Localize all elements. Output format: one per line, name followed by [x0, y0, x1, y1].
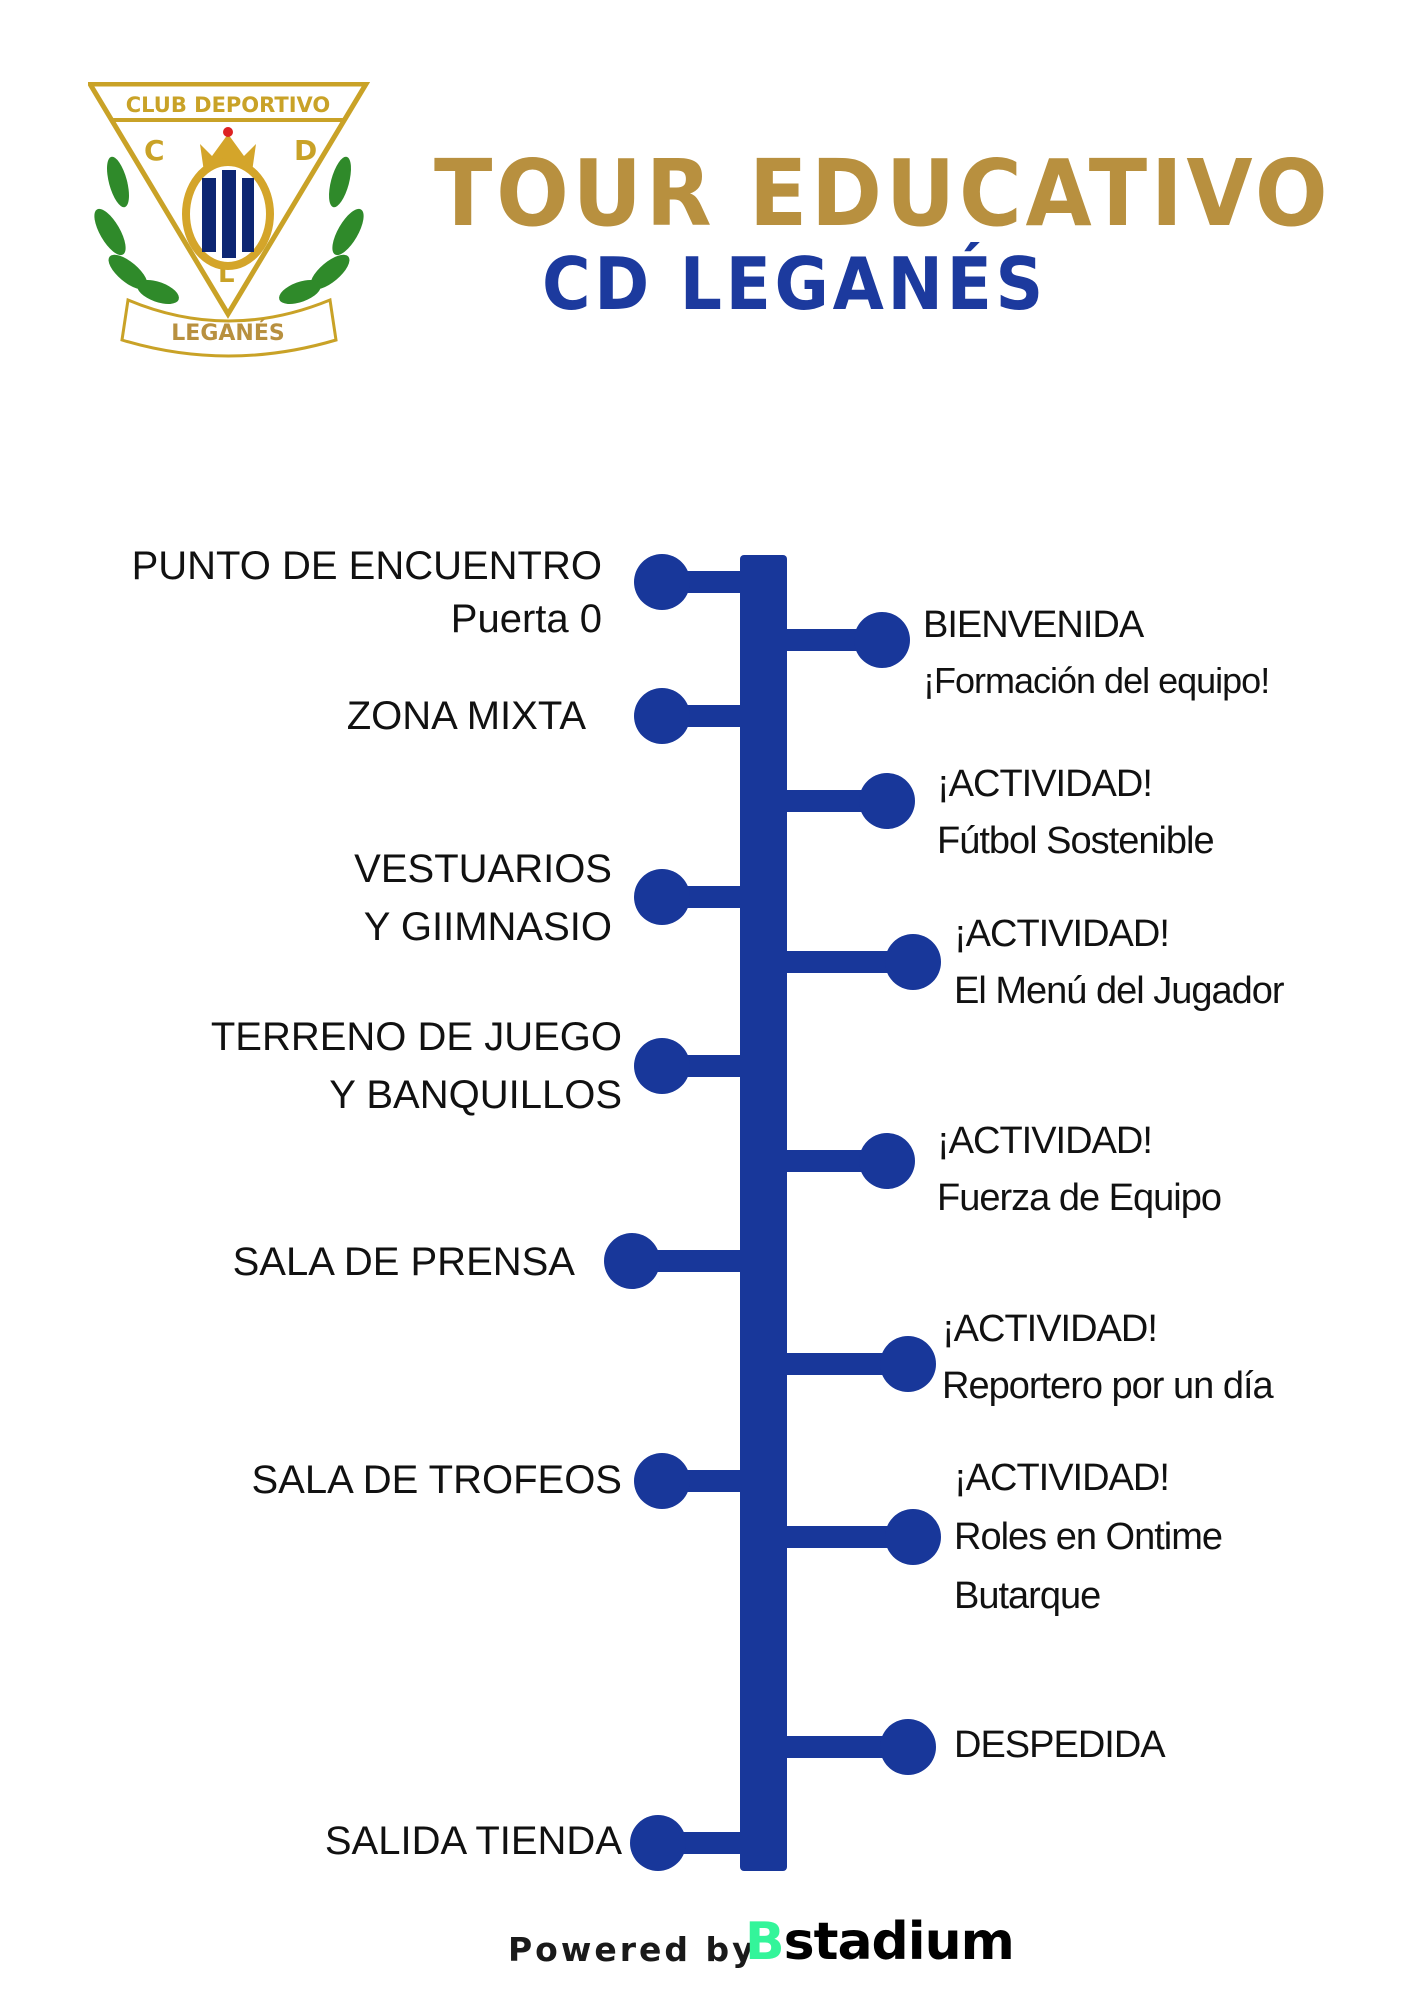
stop-subtitle: Y BANQUILLOS: [329, 1073, 622, 1117]
branch-connector: [785, 1526, 913, 1548]
stop-subtitle: Y GIIMNASIO: [363, 905, 612, 949]
timeline-dot: [880, 1336, 936, 1392]
timeline-dot: [630, 1815, 686, 1871]
activity-subtitle: El Menú del Jugador: [954, 970, 1285, 1012]
timeline-dot: [854, 612, 910, 668]
timeline-dot: [880, 1719, 936, 1775]
activity-title: BIENVENIDA: [923, 604, 1144, 646]
branch-connector: [785, 951, 913, 973]
activity-reportero: ¡ACTIVIDAD! Reportero por un día: [942, 1301, 1274, 1415]
activity-bienvenida: BIENVENIDA ¡Formación del equipo!: [923, 598, 1270, 708]
stop-punto-encuentro: PUNTO DE ENCUENTRO Puerta 0: [132, 540, 602, 646]
activity-title: ¡ACTIVIDAD!: [942, 1308, 1158, 1350]
timeline-dot: [634, 688, 690, 744]
bstadium-logo: Bstadium: [745, 1912, 1015, 1972]
activity-subtitle: Fuerza de Equipo: [937, 1177, 1222, 1219]
activity-title: ¡ACTIVIDAD!: [954, 1457, 1170, 1499]
timeline-dot: [634, 869, 690, 925]
activity-title: ¡ACTIVIDAD!: [954, 913, 1170, 955]
svg-text:C: C: [144, 134, 165, 167]
activity-menu-jugador: ¡ACTIVIDAD! El Menú del Jugador: [954, 906, 1285, 1020]
svg-text:D: D: [294, 134, 317, 167]
activity-title: DESPEDIDA: [954, 1724, 1166, 1766]
powered-by-label: Powered by: [508, 1930, 757, 1969]
activity-subtitle: Reportero por un día: [942, 1365, 1274, 1407]
timeline-dot: [859, 1133, 915, 1189]
page-subtitle: CD LEGANÉS: [542, 242, 1047, 326]
activity-subtitle: ¡Formación del equipo!: [923, 660, 1270, 701]
activity-title: ¡ACTIVIDAD!: [937, 1120, 1153, 1162]
branch-connector: [632, 1250, 742, 1272]
timeline-dot: [604, 1233, 660, 1289]
stop-title: SALA DE TROFEOS: [251, 1458, 623, 1502]
stop-zona-mixta: ZONA MIXTA: [347, 687, 586, 745]
timeline-dot: [885, 934, 941, 990]
stop-title: VESTUARIOS: [354, 847, 612, 891]
stop-title: SALA DE PRENSA: [232, 1240, 575, 1284]
stop-title: TERRENO DE JUEGO: [210, 1015, 622, 1059]
stop-salida-tienda: SALIDA TIENDA: [325, 1812, 622, 1870]
page-title: TOUR EDUCATIVO: [434, 140, 1332, 247]
branch-connector: [785, 1736, 908, 1758]
activity-fuerza-equipo: ¡ACTIVIDAD! Fuerza de Equipo: [937, 1113, 1222, 1227]
activity-despedida: DESPEDIDA: [954, 1717, 1166, 1774]
activity-subtitle: Fútbol Sostenible: [937, 820, 1215, 862]
timeline-dot: [885, 1509, 941, 1565]
stop-sala-trofeos: SALA DE TROFEOS: [252, 1451, 623, 1509]
timeline-dot: [634, 1453, 690, 1509]
timeline-spine: [740, 555, 787, 1871]
timeline-dot: [634, 1038, 690, 1094]
timeline-dot: [634, 554, 690, 610]
stop-title: ZONA MIXTA: [346, 694, 586, 738]
stop-terreno-juego: TERRENO DE JUEGO Y BANQUILLOS: [211, 1008, 622, 1124]
timeline-dot: [859, 773, 915, 829]
club-crest-logo: CLUB DEPORTIVO C D L LEGANÉS: [88, 82, 370, 358]
stop-title: SALIDA TIENDA: [324, 1819, 622, 1863]
brand-initial: B: [745, 1912, 785, 1972]
svg-text:CLUB DEPORTIVO: CLUB DEPORTIVO: [126, 93, 331, 117]
stop-vestuarios: VESTUARIOS Y GIIMNASIO: [354, 840, 612, 956]
activity-subtitle: Roles en Ontime: [954, 1516, 1223, 1558]
activity-subtitle: Butarque: [954, 1575, 1101, 1617]
branch-connector: [785, 1353, 908, 1375]
activity-futbol-sostenible: ¡ACTIVIDAD! Fútbol Sostenible: [937, 756, 1215, 870]
svg-text:LEGANÉS: LEGANÉS: [171, 320, 284, 346]
stop-title: PUNTO DE ENCUENTRO: [131, 544, 602, 588]
stop-sala-prensa: SALA DE PRENSA: [233, 1233, 575, 1291]
activity-title: ¡ACTIVIDAD!: [937, 763, 1153, 805]
brand-name: stadium: [783, 1912, 1015, 1972]
stop-subtitle: Puerta 0: [450, 597, 602, 641]
